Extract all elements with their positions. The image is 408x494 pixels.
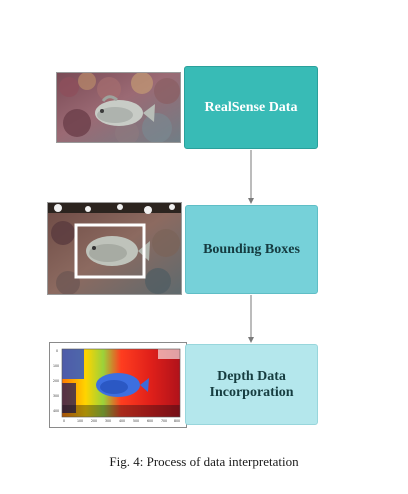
stage-depth-data-incorporation: Depth Data Incorporation [185,344,318,425]
fish-with-bounding-box-image [48,203,181,294]
x-tick: 800 [174,419,180,423]
realsense-photo [56,72,181,143]
stage-label: Bounding Boxes [203,241,300,257]
bounding-box-photo [47,202,182,295]
stage-label: RealSense Data [204,99,298,115]
stage-bounding-boxes: Bounding Boxes [185,205,318,294]
x-tick: 300 [105,419,111,423]
x-tick: 700 [161,419,167,423]
y-tick: 200 [53,379,59,383]
y-tick: 0 [56,349,58,353]
y-tick: 400 [53,409,59,413]
x-tick: 200 [91,419,97,423]
x-tick: 100 [77,419,83,423]
x-tick: 600 [147,419,153,423]
x-tick: 500 [133,419,139,423]
y-tick: 100 [53,364,59,368]
figure-caption: Fig. 4: Process of data interpretation [109,454,299,469]
underwater-fish-image [57,73,180,142]
stage-realsense-data: RealSense Data [184,66,318,149]
x-tick: 400 [119,419,125,423]
x-tick: 0 [63,419,65,423]
stage-label: Depth Data Incorporation [209,368,294,400]
bounding-box [74,223,146,279]
depth-map-plot: 0 100 200 300 400 500 600 700 800 0 100 … [49,342,187,428]
y-tick: 300 [53,394,59,398]
depth-heatmap-image: 0 100 200 300 400 500 600 700 800 0 100 … [50,343,186,427]
